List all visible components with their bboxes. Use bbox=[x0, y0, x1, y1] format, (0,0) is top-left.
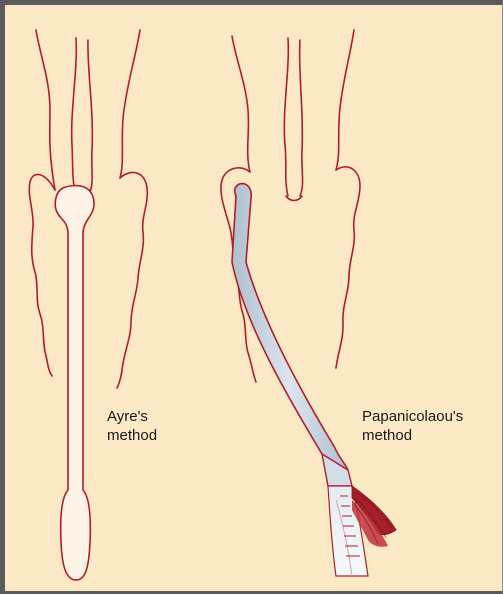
left-canal-line-a bbox=[72, 38, 77, 192]
right-vaginal-wall-left bbox=[232, 36, 250, 172]
papanicolaou-caption-line2: method bbox=[362, 426, 463, 445]
ayre-method-caption: Ayre's method bbox=[107, 407, 157, 445]
right-cervix-outline-right bbox=[336, 167, 360, 368]
ayre-caption-line1: Ayre's bbox=[107, 407, 157, 426]
left-vaginal-wall-left bbox=[36, 30, 55, 190]
left-vaginal-wall-right bbox=[120, 30, 140, 178]
left-cervix-outline bbox=[29, 174, 55, 376]
left-cervix-outline-right bbox=[117, 173, 147, 388]
papanicolaou-caption-line1: Papanicolaou's bbox=[362, 407, 463, 426]
right-canal-line-b bbox=[300, 40, 303, 196]
ayre-caption-line2: method bbox=[107, 426, 157, 445]
ayre-spatula-icon bbox=[55, 186, 94, 580]
papanicolaou-swab-icon bbox=[232, 184, 396, 576]
left-canal-line-b bbox=[88, 40, 92, 192]
papanicolaou-method-caption: Papanicolaou's method bbox=[362, 407, 463, 445]
right-vaginal-wall-right bbox=[336, 30, 354, 170]
right-canal-line-a bbox=[284, 38, 288, 196]
